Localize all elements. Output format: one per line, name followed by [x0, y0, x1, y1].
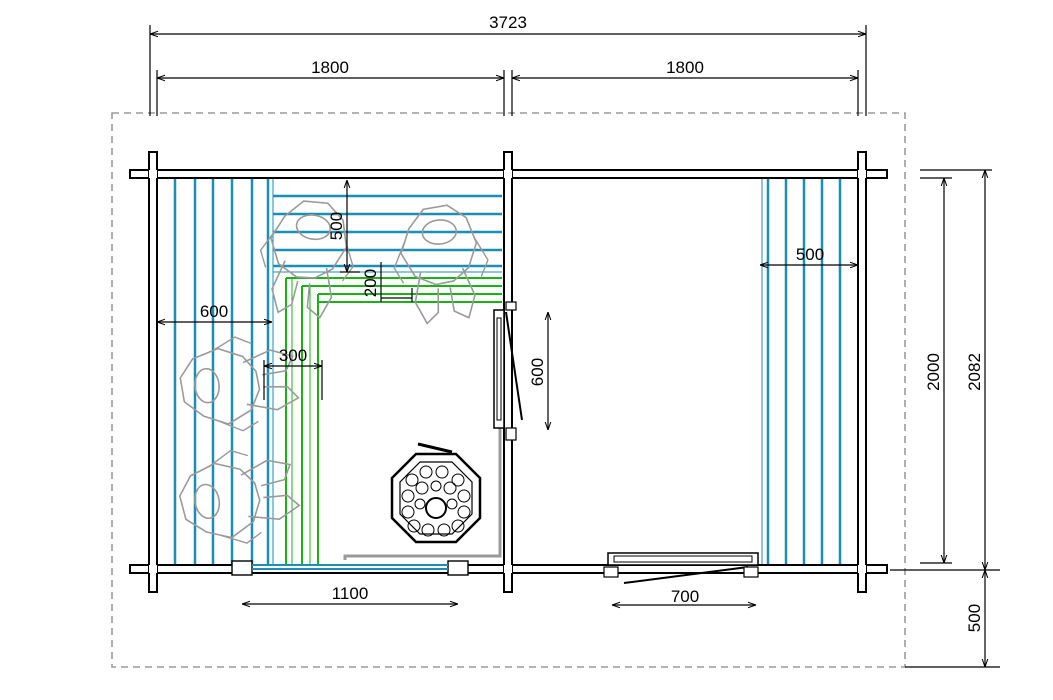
- dimension-lines: [149, 25, 1000, 668]
- walls: [129, 151, 888, 593]
- entrance-door: [603, 552, 759, 584]
- roof-outline: [111, 112, 906, 668]
- door-width-label: 600: [528, 358, 547, 386]
- left-bench-depth-label: 600: [200, 302, 228, 321]
- right-bench-depth-label: 500: [796, 245, 824, 264]
- inner-height-label: 2000: [924, 353, 943, 391]
- window: [231, 560, 469, 576]
- sauna-stove-icon: [390, 442, 482, 544]
- entrance-door-width-label: 700: [671, 587, 699, 606]
- left-room-width-label: 1800: [311, 58, 349, 77]
- stove-guard: [343, 312, 502, 560]
- lower-bench: [285, 277, 502, 565]
- terrace-depth-label: 500: [965, 604, 984, 632]
- outer-height-label: 2082: [965, 353, 984, 391]
- total-width-label: 3723: [489, 13, 527, 32]
- upper-bench-depth-label: 500: [327, 212, 346, 240]
- sauna-door: [493, 301, 523, 441]
- upper-bench-boards: [273, 194, 502, 273]
- window-width-label: 1100: [332, 584, 369, 603]
- lower-bench-depth-label: 300: [279, 346, 307, 365]
- bench-step-label: 200: [361, 269, 380, 297]
- right-bench-boards: [761, 178, 842, 565]
- right-room-width-label: 1800: [666, 58, 704, 77]
